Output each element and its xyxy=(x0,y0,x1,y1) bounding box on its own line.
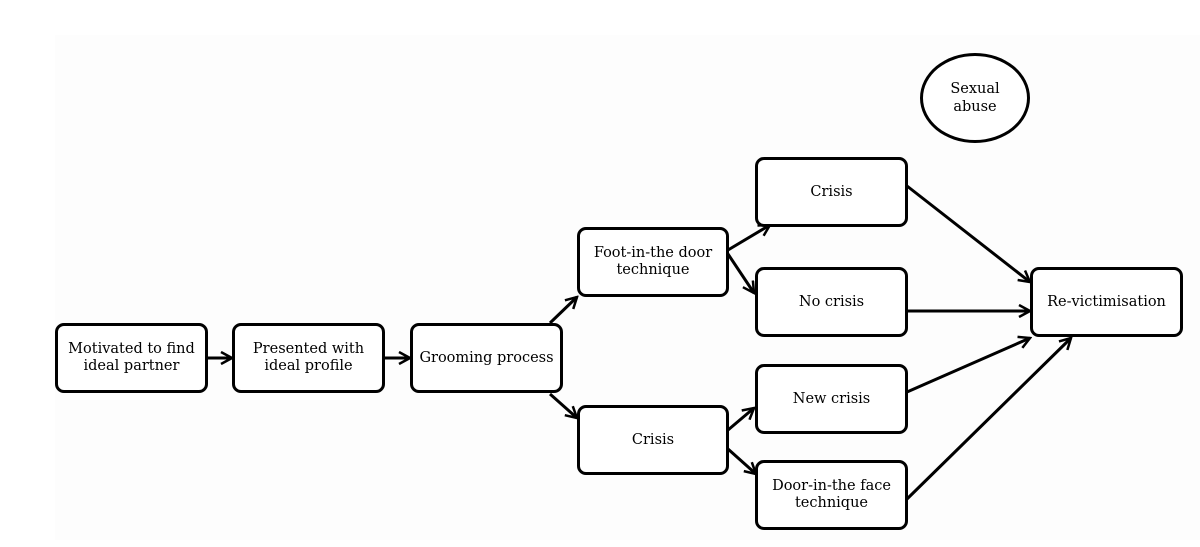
node-label: Grooming process xyxy=(419,349,554,366)
node-door-in-the-face-technique: Door-in-the face technique xyxy=(755,460,908,530)
arrow-grooming-to-foot-in-door xyxy=(548,297,577,325)
node-label: Crisis xyxy=(631,431,675,448)
node-crisis-lower: Crisis xyxy=(577,405,729,475)
node-grooming-process: Grooming process xyxy=(410,323,563,393)
node-label: Crisis xyxy=(810,183,853,200)
node-label: Re-victimisation xyxy=(1047,293,1166,310)
node-new-crisis: New crisis xyxy=(755,364,908,434)
circle-sexual-abuse: Sexual abuse xyxy=(920,53,1030,143)
node-label: Presented with ideal profile xyxy=(252,341,365,374)
arrow-grooming-to-crisis xyxy=(549,392,577,418)
arrow-new-crisis-to-revictimisation xyxy=(906,338,1030,394)
arrow-foot-in-door-to-no-crisis xyxy=(726,253,754,293)
node-no-crisis: No crisis xyxy=(755,267,908,337)
node-label: Foot-in-the door technique xyxy=(593,245,713,278)
node-label: No crisis xyxy=(798,293,865,310)
node-crisis-upper: Crisis xyxy=(755,157,908,227)
node-foot-in-the-door-technique: Foot-in-the door technique xyxy=(577,227,729,297)
node-presented-with-ideal-profile: Presented with ideal profile xyxy=(232,323,385,393)
node-motivated-to-find-ideal-partner: Motivated to find ideal partner xyxy=(55,323,208,393)
circle-label: Sexual abuse xyxy=(950,81,1000,115)
node-label: Door-in-the face technique xyxy=(772,478,891,511)
arrow-door-in-face-to-revictimisation xyxy=(905,338,1071,501)
arrow-foot-in-door-to-crisis xyxy=(727,225,770,252)
node-re-victimisation: Re-victimisation xyxy=(1030,267,1183,337)
arrow-crisis-to-door-in-face xyxy=(727,447,756,474)
node-label: New crisis xyxy=(792,390,871,407)
arrow-crisis-to-new-crisis xyxy=(727,408,754,432)
arrow-crisis-to-revictimisation xyxy=(906,184,1030,282)
node-label: Motivated to find ideal partner xyxy=(68,341,195,374)
